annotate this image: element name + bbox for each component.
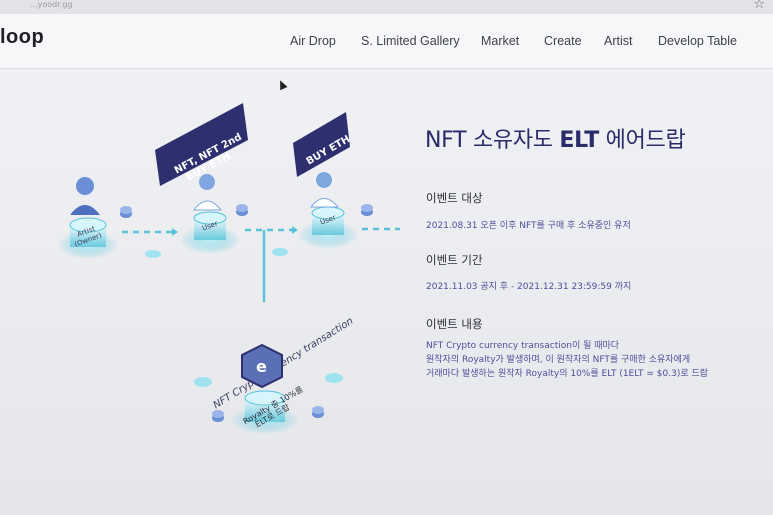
nav-market[interactable]: Market	[481, 34, 520, 48]
user-node-1: User	[180, 174, 240, 254]
airdrop-diagram: NFT, NFT 2nd BUY ETH BUY ETH Artist (Own…	[58, 103, 400, 434]
target-text: 2021.08.31 오픈 이후 NFT를 구매 후 소유중인 유저	[426, 221, 631, 231]
user-node-2: User	[298, 172, 358, 249]
target-heading: 이벤트 대상	[426, 191, 483, 205]
nav-develop-table[interactable]: Develop Table	[658, 34, 737, 48]
site-logo[interactable]: loop	[0, 26, 45, 48]
artist-avatar-icon	[76, 177, 94, 195]
flow-arrows	[122, 227, 400, 234]
nav-air-drop[interactable]: Air Drop	[290, 34, 336, 48]
page-title: NFT 소유자도 ELT 에어드랍	[425, 128, 686, 153]
svg-text:e: e	[256, 357, 267, 376]
elt-logo-icon	[241, 343, 283, 389]
content-line-1: NFT Crypto currency transaction이 될 때마다	[426, 341, 620, 351]
browser-address-bar[interactable]: ...yoodr.gg ☆	[0, 0, 773, 15]
period-heading: 이벤트 기간	[426, 253, 483, 267]
nav-artist[interactable]: Artist	[604, 34, 633, 48]
period-text: 2021.11.03 공지 후 - 2021.12.31 23:59:59 까지	[426, 282, 632, 292]
site-header: loop Air Drop S. Limited Gallery Market …	[0, 14, 773, 69]
star-icon[interactable]: ☆	[753, 0, 765, 12]
user-1-avatar-icon	[199, 174, 215, 190]
nav-create[interactable]: Create	[544, 34, 582, 48]
banner-right: BUY ETH	[293, 112, 352, 177]
arrow-head-1	[172, 228, 178, 236]
nav-limited-gallery[interactable]: S. Limited Gallery	[361, 34, 460, 48]
address-url[interactable]: ...yoodr.gg	[30, 0, 73, 9]
banner-left: NFT, NFT 2nd BUY ETH	[155, 103, 248, 186]
coin-icons	[120, 204, 373, 422]
content-line-2: 원작자의 Royalty가 발생하며, 이 원작자의 NFT를 구매한 소유자에…	[426, 355, 691, 365]
user-2-avatar-icon	[316, 172, 332, 188]
content-line-3: 거래마다 발생하는 원작자 Royalty의 10%를 ELT (1ELT = …	[426, 369, 709, 379]
arrow-head-2	[292, 226, 298, 234]
artist-node: Artist (Owner)	[58, 177, 118, 259]
content-heading: 이벤트 내용	[426, 317, 483, 331]
